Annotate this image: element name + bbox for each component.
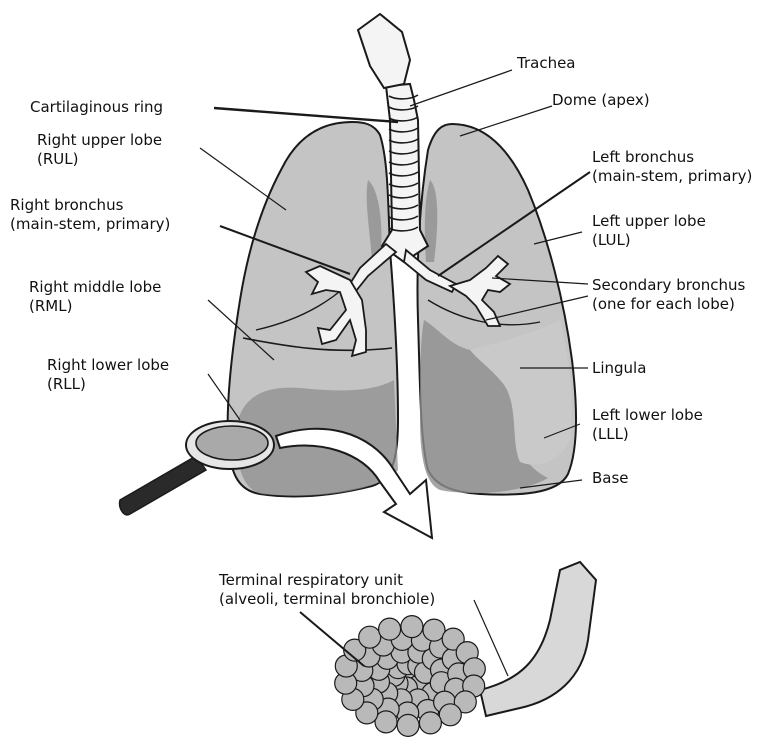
trachea-tube xyxy=(382,84,428,262)
label-right-bronchus-line1: Right bronchus xyxy=(10,196,170,215)
terminal-bronchiole xyxy=(480,562,596,716)
magnifier-handle xyxy=(120,456,206,515)
alveolus xyxy=(419,712,441,734)
alveoli-cluster xyxy=(335,616,486,737)
alveolus xyxy=(439,704,461,726)
label-trachea: Trachea xyxy=(517,54,576,73)
leader-rul xyxy=(200,148,286,210)
alveolus xyxy=(379,618,401,640)
label-lll-line1: Left lower lobe xyxy=(592,406,703,425)
label-rul-line2: (RUL) xyxy=(37,150,162,169)
label-lingula-text: Lingula xyxy=(592,359,646,378)
magnifier-lens xyxy=(196,426,268,460)
label-left-bronchus: Left bronchus(main-stem, primary) xyxy=(592,148,752,186)
label-right-bronchus: Right bronchus(main-stem, primary) xyxy=(10,196,170,234)
label-rml-line2: (RML) xyxy=(29,297,161,316)
label-left-bronchus-line1: Left bronchus xyxy=(592,148,752,167)
label-lul-line1: Left upper lobe xyxy=(592,212,706,231)
label-right-bronchus-line2: (main-stem, primary) xyxy=(10,215,170,234)
alveolus xyxy=(401,616,423,638)
leader-cartilaginous-ring xyxy=(214,108,398,122)
alveolus xyxy=(359,626,381,648)
label-lll: Left lower lobe(LLL) xyxy=(592,406,703,444)
label-rul-line1: Right upper lobe xyxy=(37,131,162,150)
label-base-text: Base xyxy=(592,469,629,488)
left-lung xyxy=(417,124,576,495)
label-trachea-text: Trachea xyxy=(517,54,576,73)
leader-dome xyxy=(460,106,552,136)
label-rml-line1: Right middle lobe xyxy=(29,278,161,297)
label-secondary-bronchus: Secondary bronchus(one for each lobe) xyxy=(592,276,745,314)
label-terminal-line2: (alveoli, terminal bronchiole) xyxy=(219,590,435,609)
label-lingula: Lingula xyxy=(592,359,646,378)
label-cartilaginous-ring: Cartilaginous ring xyxy=(30,98,163,117)
label-rll-line1: Right lower lobe xyxy=(47,356,169,375)
alveolus xyxy=(397,714,419,736)
label-rll: Right lower lobe(RLL) xyxy=(47,356,169,394)
label-dome: Dome (apex) xyxy=(552,91,650,110)
label-cartilaginous-ring-text: Cartilaginous ring xyxy=(30,98,163,117)
label-lul-line2: (LUL) xyxy=(592,231,706,250)
label-dome-text: Dome (apex) xyxy=(552,91,650,110)
label-secondary-line2: (one for each lobe) xyxy=(592,295,745,314)
label-terminal-unit: Terminal respiratory unit(alveoli, termi… xyxy=(219,571,435,609)
label-lul: Left upper lobe(LUL) xyxy=(592,212,706,250)
label-left-bronchus-line2: (main-stem, primary) xyxy=(592,167,752,186)
label-rml: Right middle lobe(RML) xyxy=(29,278,161,316)
label-terminal-line1: Terminal respiratory unit xyxy=(219,571,435,590)
label-rul: Right upper lobe(RUL) xyxy=(37,131,162,169)
label-lll-line2: (LLL) xyxy=(592,425,703,444)
leader-trachea xyxy=(410,70,512,106)
label-base: Base xyxy=(592,469,629,488)
label-secondary-line1: Secondary bronchus xyxy=(592,276,745,295)
trachea-top xyxy=(358,14,410,88)
label-rll-line2: (RLL) xyxy=(47,375,169,394)
